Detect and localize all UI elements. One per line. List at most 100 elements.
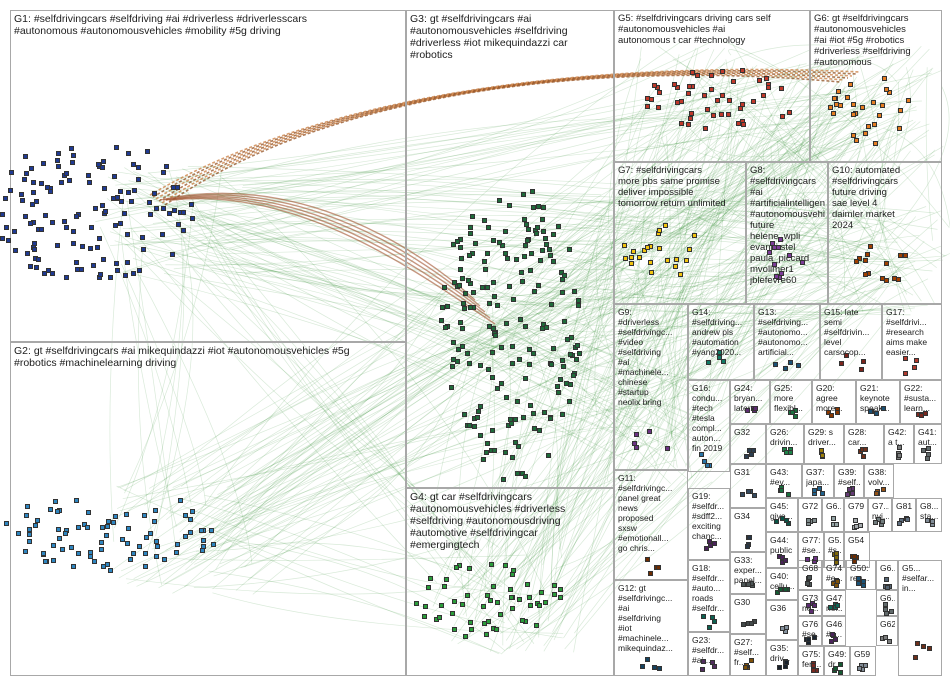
vertex-node (881, 486, 887, 492)
vertex-node (125, 260, 131, 266)
vertex-node (678, 121, 684, 127)
vertex-node (856, 575, 862, 581)
vertex-node (820, 491, 826, 497)
vertex-node (820, 453, 825, 459)
vertex-node (151, 190, 157, 196)
vertex-node (535, 224, 541, 230)
vertex-node (105, 519, 111, 525)
vertex-node (450, 241, 456, 247)
vertex-node (544, 242, 550, 248)
vertex-node (468, 231, 474, 237)
vertex-node (86, 173, 92, 179)
vertex-node (148, 531, 154, 537)
vertex-node (42, 559, 48, 565)
group-label: G33: exper... panel... (734, 555, 762, 585)
group-label: G11: #selfdrivingc... panel great news p… (618, 473, 673, 553)
vertex-node (174, 550, 180, 556)
vertex-node (712, 664, 718, 670)
vertex-node (744, 453, 750, 459)
vertex-node (874, 410, 880, 416)
group-box-g32: G32 (730, 424, 766, 464)
vertex-node (524, 221, 530, 227)
vertex-node (810, 663, 816, 669)
group-label: G54 (848, 535, 865, 545)
group-label: G79 (848, 501, 865, 511)
vertex-node (766, 85, 772, 91)
group-box-g37: G37: japa... (802, 464, 834, 498)
vertex-node (865, 123, 871, 129)
group-box-g77: G77: #se... (798, 532, 824, 568)
group-label: G45: give... (770, 501, 793, 521)
vertex-node (529, 189, 535, 195)
vertex-node (486, 224, 492, 230)
group-label: G21: keynote speak... (860, 383, 890, 413)
vertex-node (182, 534, 188, 540)
vertex-node (45, 184, 51, 190)
group-box-g1: G1: #selfdrivingcars #selfdriving #ai #d… (10, 10, 406, 342)
vertex-node (897, 520, 903, 526)
vertex-node (467, 252, 473, 258)
vertex-node (144, 149, 150, 155)
vertex-node (485, 285, 491, 291)
vertex-node (847, 486, 853, 492)
vertex-node (52, 499, 58, 505)
vertex-node (436, 614, 442, 620)
vertex-node (678, 98, 684, 104)
vertex-node (830, 515, 836, 521)
group-box-g44: G44: public (766, 532, 798, 568)
vertex-node (180, 228, 186, 234)
group-box-g5b: G5... #s... (824, 532, 844, 568)
vertex-node (177, 497, 183, 503)
vertex-node (891, 275, 897, 281)
vertex-node (135, 164, 141, 170)
vertex-node (473, 241, 479, 246)
vertex-node (511, 567, 517, 573)
vertex-node (486, 323, 492, 329)
group-label: G16: condu... #tech #tesla compl... auto… (692, 383, 723, 453)
vertex-node (829, 413, 835, 419)
vertex-node (47, 507, 53, 512)
vertex-node (510, 344, 516, 350)
vertex-node (793, 413, 799, 419)
vertex-node (773, 362, 779, 368)
vertex-node (864, 251, 870, 257)
vertex-node (720, 93, 726, 98)
vertex-node (567, 398, 572, 404)
vertex-node (731, 78, 737, 84)
vertex-node (495, 599, 500, 605)
vertex-node (525, 226, 531, 232)
vertex-node (451, 357, 457, 363)
vertex-node (527, 602, 533, 608)
vertex-node (710, 113, 716, 119)
vertex-node (64, 274, 70, 280)
group-label: G14: #selfdriving... andrew pls #automat… (692, 307, 743, 357)
vertex-node (708, 72, 714, 78)
vertex-node (62, 218, 67, 224)
vertex-node (576, 298, 582, 304)
vertex-node (721, 358, 727, 364)
vertex-node (833, 554, 839, 560)
vertex-node (24, 512, 30, 518)
vertex-node (23, 214, 29, 220)
vertex-node (727, 98, 733, 104)
vertex-node (861, 582, 867, 588)
group-label: G6... (826, 501, 841, 511)
vertex-node (100, 158, 106, 164)
vertex-node (779, 555, 785, 561)
vertex-node (925, 452, 931, 458)
vertex-node (883, 87, 889, 93)
vertex-node (651, 665, 657, 671)
vertex-node (522, 376, 528, 382)
vertex-node (526, 362, 532, 368)
vertex-node (112, 514, 118, 519)
vertex-node (477, 362, 483, 368)
vertex-node (107, 567, 113, 573)
group-box-g16: G16: condu... #tech #tesla compl... auto… (688, 380, 730, 472)
group-label: G19: #selfdr... #sdff2... exciting chanc… (692, 491, 725, 541)
vertex-node (621, 242, 627, 248)
group-label: G5... #s... (828, 535, 841, 555)
vertex-node (716, 354, 722, 360)
vertex-node (522, 216, 528, 222)
vertex-node (54, 242, 60, 248)
vertex-node (99, 203, 105, 209)
